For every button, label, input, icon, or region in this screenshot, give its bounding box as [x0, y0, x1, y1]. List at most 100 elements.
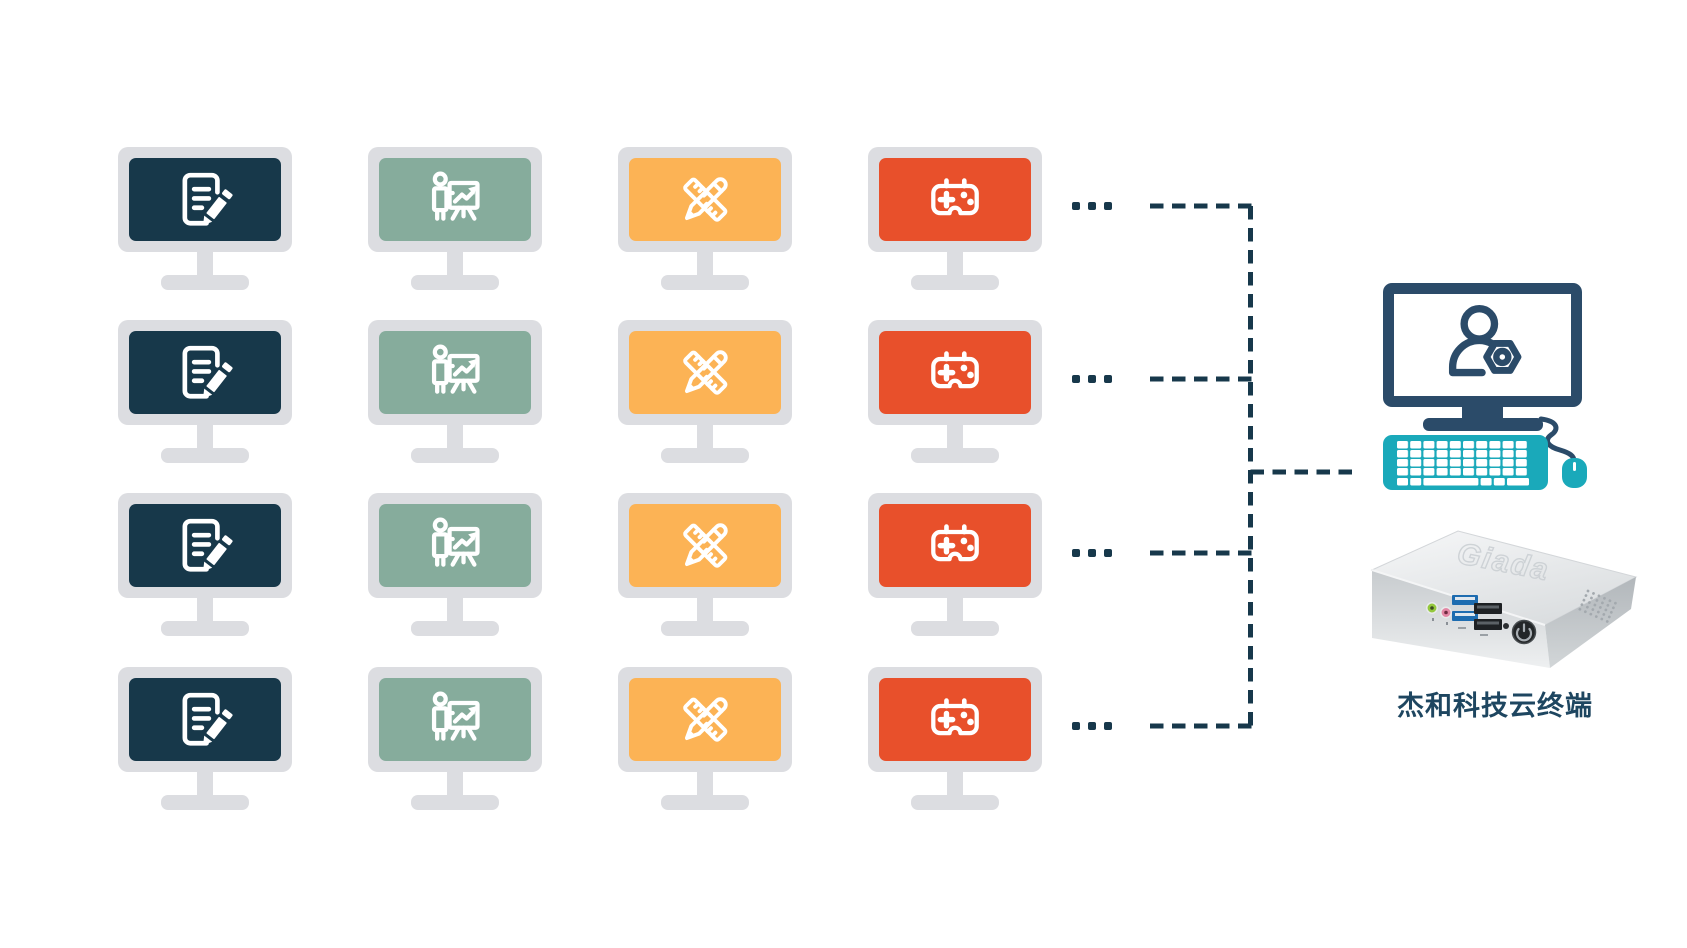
- monitor-stand-base: [911, 448, 999, 463]
- client-monitor-stand-base: [1423, 418, 1543, 431]
- monitor-bezel: [618, 320, 792, 425]
- monitor-stand-neck: [947, 597, 963, 623]
- monitor-stand-neck: [697, 251, 713, 277]
- mouse-scroll-slot: [1573, 462, 1576, 471]
- monitor-stand-neck: [197, 597, 213, 623]
- monitor-screen-presentation: [379, 678, 531, 761]
- monitor-bezel: [368, 320, 542, 425]
- document-edit-icon: [174, 689, 236, 751]
- monitor-stand-neck: [947, 251, 963, 277]
- workstation-monitor-gaming: [868, 320, 1042, 465]
- presentation-chart-icon: [424, 515, 486, 577]
- monitor-stand-base: [911, 621, 999, 636]
- document-edit-icon: [174, 169, 236, 231]
- monitor-stand-base: [161, 621, 249, 636]
- power-led: [1503, 623, 1509, 629]
- monitor-screen-gaming: [879, 504, 1031, 587]
- monitor-screen-documents: [129, 504, 281, 587]
- workstation-monitor-documents: [118, 147, 292, 292]
- monitor-bezel: [118, 147, 292, 252]
- ruler-pencil-icon: [674, 515, 736, 577]
- ruler-pencil-icon: [674, 689, 736, 751]
- workstation-monitor-documents: [118, 667, 292, 812]
- monitor-bezel: [618, 667, 792, 772]
- keyboard-keys: [1397, 441, 1529, 486]
- monitor-bezel: [368, 493, 542, 598]
- monitor-screen-design: [629, 504, 781, 587]
- workstation-monitor-presentation: [368, 667, 542, 812]
- monitor-screen-design: [629, 158, 781, 241]
- ruler-pencil-icon: [674, 342, 736, 404]
- presentation-chart-icon: [424, 169, 486, 231]
- workstation-monitor-gaming: [868, 667, 1042, 812]
- monitor-bezel: [368, 147, 542, 252]
- monitor-bezel: [618, 147, 792, 252]
- gamepad-icon: [924, 515, 986, 577]
- monitor-stand-neck: [697, 597, 713, 623]
- monitor-screen-documents: [129, 678, 281, 761]
- usb2-ports: [1474, 603, 1502, 630]
- monitor-stand-base: [411, 795, 499, 810]
- workstation-monitor-design: [618, 667, 792, 812]
- monitor-screen-gaming: [879, 678, 1031, 761]
- ellipsis-dots-row-1: [1072, 202, 1112, 210]
- ruler-pencil-icon: [674, 169, 736, 231]
- monitor-stand-base: [661, 621, 749, 636]
- monitor-bezel: [618, 493, 792, 598]
- monitor-bezel: [118, 667, 292, 772]
- workstation-monitor-presentation: [368, 147, 542, 292]
- client-monitor: [1383, 283, 1582, 407]
- monitor-stand-neck: [447, 251, 463, 277]
- monitor-stand-base: [411, 448, 499, 463]
- workstation-monitor-presentation: [368, 493, 542, 638]
- monitor-stand-neck: [447, 424, 463, 450]
- monitor-stand-base: [911, 275, 999, 290]
- presentation-chart-icon: [424, 689, 486, 751]
- mouse: [1562, 458, 1587, 488]
- monitor-bezel: [368, 667, 542, 772]
- monitor-stand-neck: [197, 251, 213, 277]
- monitor-bezel: [118, 493, 292, 598]
- device-front-ports: [1426, 595, 1537, 645]
- monitor-stand-base: [411, 621, 499, 636]
- monitor-stand-base: [411, 275, 499, 290]
- ellipsis-dots-row-2: [1072, 375, 1112, 383]
- monitor-bezel: [868, 320, 1042, 425]
- device-label: 杰和科技云终端: [1397, 691, 1593, 721]
- workstation-monitor-documents: [118, 493, 292, 638]
- monitor-stand-base: [161, 448, 249, 463]
- monitor-stand-base: [161, 795, 249, 810]
- workstation-monitor-presentation: [368, 320, 542, 465]
- monitor-stand-neck: [947, 771, 963, 797]
- monitor-screen-documents: [129, 158, 281, 241]
- keyboard: [1383, 435, 1548, 490]
- ellipsis-dots-row-4: [1072, 722, 1112, 730]
- monitor-stand-base: [661, 275, 749, 290]
- monitor-screen-presentation: [379, 158, 531, 241]
- monitor-stand-neck: [947, 424, 963, 450]
- document-edit-icon: [174, 515, 236, 577]
- workstation-monitor-design: [618, 320, 792, 465]
- device-side-face: [1545, 577, 1636, 668]
- user-gear-icon: [1437, 299, 1529, 391]
- client-monitor-stand-neck: [1462, 405, 1503, 421]
- ellipsis-dots-row-3: [1072, 549, 1112, 557]
- monitor-stand-neck: [447, 597, 463, 623]
- gamepad-icon: [924, 169, 986, 231]
- monitor-stand-neck: [697, 424, 713, 450]
- workstation-monitor-gaming: [868, 493, 1042, 638]
- monitor-stand-base: [661, 448, 749, 463]
- monitor-bezel: [118, 320, 292, 425]
- usb3-ports: [1452, 595, 1478, 621]
- workstation-monitor-design: [618, 493, 792, 638]
- monitor-stand-neck: [697, 771, 713, 797]
- monitor-stand-neck: [197, 771, 213, 797]
- monitor-stand-base: [161, 275, 249, 290]
- gamepad-icon: [924, 342, 986, 404]
- monitor-screen-documents: [129, 331, 281, 414]
- workstation-monitor-gaming: [868, 147, 1042, 292]
- monitor-stand-neck: [197, 424, 213, 450]
- presentation-chart-icon: [424, 342, 486, 404]
- monitor-screen-design: [629, 331, 781, 414]
